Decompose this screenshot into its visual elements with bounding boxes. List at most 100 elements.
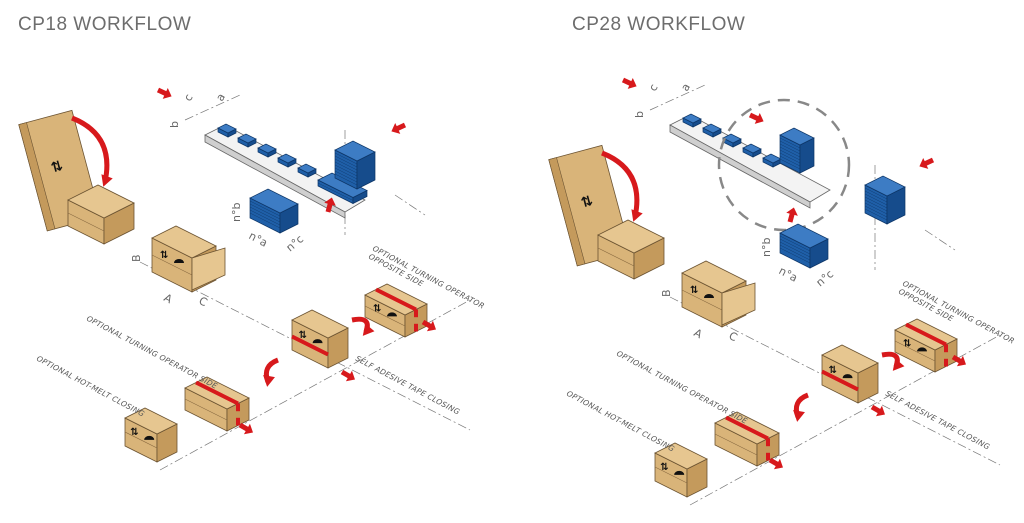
carton-closing: ⇅ xyxy=(291,309,349,369)
product-layer-line xyxy=(249,206,281,223)
turn-arrow-head xyxy=(101,174,113,187)
carton-top-face xyxy=(681,260,747,294)
panel-title-cp28: CP28 WORKFLOW xyxy=(572,14,746,35)
carton-seam xyxy=(151,254,193,276)
dim-label-b: b xyxy=(168,121,181,128)
dim-label-na: n°a xyxy=(247,229,270,250)
product-on-conveyor xyxy=(257,143,277,158)
turn-arrow-head xyxy=(362,323,375,336)
carton-seam xyxy=(597,247,635,267)
turn-arrow-opposite-icon xyxy=(881,351,905,371)
output-arrow-icon xyxy=(238,422,253,435)
product-on-conveyor xyxy=(742,143,762,158)
product-layer-line xyxy=(779,143,801,155)
product-layer-line xyxy=(779,247,811,264)
product-top-face xyxy=(297,163,317,174)
product-stack xyxy=(779,223,829,269)
product-on-conveyor xyxy=(762,153,782,168)
fragile-glass-icon xyxy=(144,435,155,440)
carton-hot-melt: ⇅ xyxy=(654,442,708,498)
product-row xyxy=(317,172,368,205)
fragile-glass-icon xyxy=(387,312,397,317)
product-layer-line xyxy=(779,146,801,158)
erected-carton xyxy=(67,184,135,245)
conveyor-axis-line xyxy=(669,296,1001,466)
product-top-face xyxy=(864,175,906,197)
infeed-conveyor: b c a xyxy=(621,77,831,209)
product-layer-line xyxy=(779,158,801,170)
carton-top-face xyxy=(124,407,178,435)
carton-seam xyxy=(184,398,228,421)
this-side-up-icon: ⇅ xyxy=(373,303,381,314)
product-layer-line xyxy=(334,170,358,183)
product-layer-line xyxy=(779,140,801,152)
product-on-conveyor xyxy=(722,133,742,148)
product-on-conveyor xyxy=(217,123,237,138)
label-hot-melt: OPTIONAL HOT-MELT CLOSING xyxy=(35,354,146,419)
product-layer-line xyxy=(864,199,888,212)
dim-label-A: A xyxy=(692,326,705,341)
product-layer-line xyxy=(317,182,354,201)
turn-arrow-head xyxy=(793,410,805,422)
product-layer-line xyxy=(864,190,888,203)
carton-seam xyxy=(654,466,688,484)
carton-opposite-side: ⇅ xyxy=(364,283,428,338)
dim-label-na: n°a xyxy=(777,264,800,285)
product-layer-line xyxy=(864,196,888,209)
carton-turned xyxy=(184,376,250,432)
fragile-glass-icon xyxy=(312,339,323,344)
carton-seam xyxy=(681,289,723,311)
carton-closing: ⇅ xyxy=(821,344,879,404)
this-side-up-icon: ⇅ xyxy=(49,158,65,177)
infeed-arrow-icon xyxy=(156,87,172,99)
fold-arrow-icon xyxy=(71,115,113,187)
tape-strip-top xyxy=(195,380,239,406)
infeed-arrow-icon xyxy=(621,77,637,89)
product-on-conveyor xyxy=(682,113,702,128)
product-on-conveyor xyxy=(702,123,722,138)
tape-band-front xyxy=(821,369,859,392)
dim-label-C: C xyxy=(727,329,740,344)
turn-arrow-head xyxy=(263,375,275,387)
fragile-glass-icon xyxy=(674,470,685,475)
output-arrow-icon xyxy=(340,369,355,382)
fragile-glass-icon xyxy=(704,294,714,298)
layer-push-arrow-icon xyxy=(391,122,407,134)
product-top-face xyxy=(779,223,829,249)
tape-strip-top xyxy=(725,415,769,441)
side-axis-line xyxy=(394,194,426,216)
dim-label-a: a xyxy=(678,81,693,93)
dim-label-nc: n°c xyxy=(814,267,837,289)
lift-arrow-icon xyxy=(324,197,336,213)
output-arrow-icon xyxy=(951,354,966,367)
product-layer-line xyxy=(249,200,281,217)
product-on-conveyor xyxy=(277,153,297,168)
product-layer-line xyxy=(334,161,358,174)
conveyor-axis-line xyxy=(139,261,471,431)
product-layer-line xyxy=(334,152,358,165)
product-layer-line xyxy=(249,203,281,220)
dim-label-c: c xyxy=(646,82,660,94)
carton-seam xyxy=(894,340,936,362)
dim-label-B: B xyxy=(130,254,143,262)
carton-opposite-side: ⇅ xyxy=(894,318,958,373)
this-side-up-icon: ⇅ xyxy=(660,462,668,473)
label-hot-melt: OPTIONAL HOT-MELT CLOSING xyxy=(565,389,676,454)
tape-strip-top xyxy=(905,322,947,347)
this-side-up-icon: ⇅ xyxy=(903,338,911,349)
product-layer-line xyxy=(779,149,801,161)
product-layer-line xyxy=(334,155,358,168)
product-top-face xyxy=(742,143,762,154)
this-side-up-icon: ⇅ xyxy=(829,365,837,376)
dim-label-nc: n°c xyxy=(284,232,307,254)
carton-top-face xyxy=(654,442,708,470)
product-top-face xyxy=(237,133,257,144)
dim-label-nb: n°b xyxy=(760,238,773,257)
lift-arrow-icon xyxy=(786,207,798,223)
product-layer-line xyxy=(864,187,888,200)
product-layer-line xyxy=(334,167,358,180)
dim-label-b: b xyxy=(633,111,646,118)
product-layer-line xyxy=(334,158,358,171)
